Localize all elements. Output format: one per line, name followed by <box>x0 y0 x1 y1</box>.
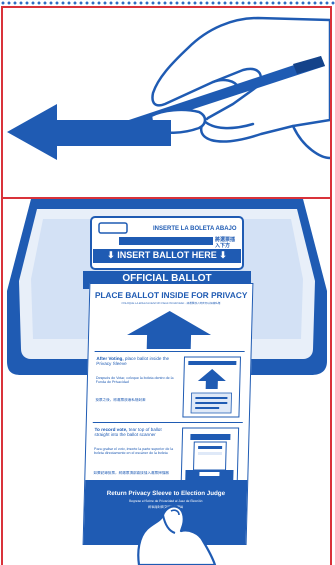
return-sleeve-text: Return Privacy Sleeve to Election Judge <box>85 490 247 497</box>
arrow-left-icon <box>7 104 171 160</box>
pen-illustration <box>3 8 330 199</box>
sleeve-header: PLACE BALLOT INSIDE FOR PRIVACY <box>90 290 252 300</box>
scanner-diagram-icon <box>179 426 241 488</box>
return-sleeve-spanish: Regrese el Sobre de Privacidad al Juez d… <box>85 499 247 503</box>
sleeve-subheader: COLOQUE LA BOLETA DENTRO PARA PRIVACIDAD… <box>90 301 252 305</box>
insert-ballot-label: ⬇ INSERT BALLOT HERE ⬇ <box>93 250 241 261</box>
instruction-panel-top <box>1 6 332 199</box>
record-vote-chinese: 如要記錄投票，將選票頂部直接插入選票掃描器 <box>93 471 173 475</box>
slot-text-asian: 將選票插入下方 <box>215 237 237 249</box>
return-sleeve-chinese: 將私隱封套交回選舉職員 <box>85 504 247 509</box>
sleeve-diagram-icon <box>181 355 243 419</box>
slot-text-spanish: INSERTE LA BOLETA ABAJO <box>153 226 237 232</box>
instruction-panel-bottom: INSERTE LA BOLETA ABAJO 將選票插入下方 ⬇ INSERT… <box>1 197 332 565</box>
after-voting-chinese: 投票之後，將選票放進私隱封套 <box>95 398 175 402</box>
privacy-sleeve: PLACE BALLOT INSIDE FOR PRIVACY COLOQUE … <box>83 283 254 545</box>
after-voting-spanish: Después de Votar, coloque la boleta dent… <box>96 376 176 385</box>
arrow-down-icon: ⬇ <box>107 250 115 260</box>
sleeve-footer: Return Privacy Sleeve to Election Judge … <box>84 480 248 544</box>
arrow-down-icon: ⬇ <box>219 250 227 260</box>
arrow-up-icon <box>89 307 250 351</box>
record-vote-spanish: Para grabar el voto, inserte la parte su… <box>94 447 174 456</box>
